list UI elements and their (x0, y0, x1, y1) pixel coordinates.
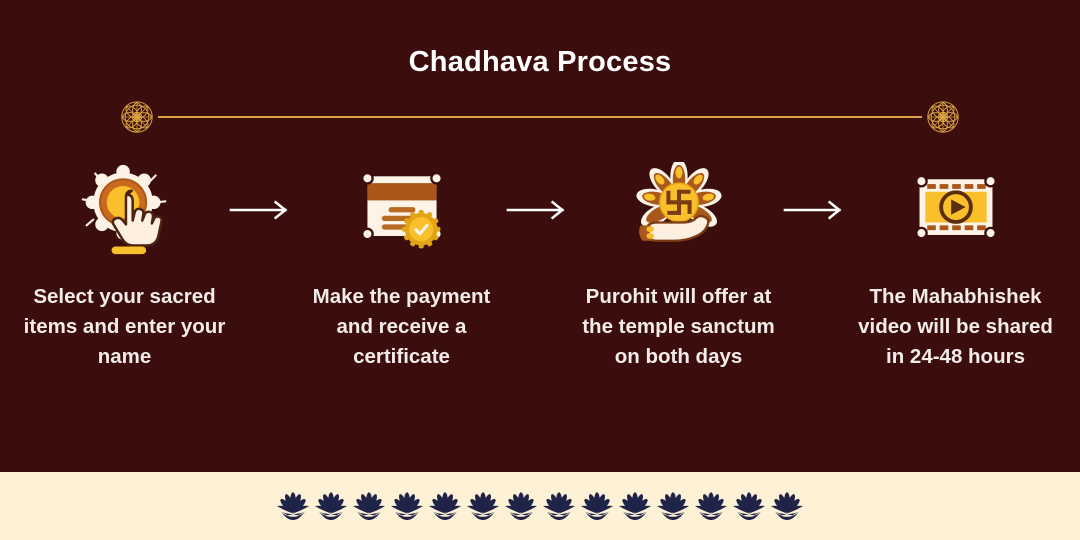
lotus-motif-icon (505, 492, 537, 521)
lotus-motif-icon (581, 492, 613, 521)
certificate-with-seal-icon (350, 160, 454, 260)
process-step-label: The Mahabhishek video will be shared in … (858, 285, 1053, 368)
arrow-right-icon (781, 160, 853, 260)
lotus-motif-icon (467, 492, 499, 521)
film-strip-play-video-icon (904, 160, 1008, 260)
lotus-motif-icon (771, 492, 803, 521)
process-step-1: Select your sacred items and enter your … (22, 160, 227, 372)
lotus-motif-icon (733, 492, 765, 521)
lotus-motif-icon (391, 492, 423, 521)
lotus-motif-icon (353, 492, 385, 521)
lotus-motif-icon (429, 492, 461, 521)
process-step-label: Select your sacred items and enter your … (23, 285, 226, 368)
divider-line (158, 116, 922, 118)
lotus-motif-icon (277, 492, 309, 521)
hand-tap-sacred-item-icon (73, 160, 177, 260)
lotus-motif-icon (543, 492, 575, 521)
mandala-rosette-icon (118, 98, 156, 136)
lotus-motif-icon (619, 492, 651, 521)
process-step-3: Purohit will offer at the temple sanctum… (576, 160, 781, 372)
process-step-4: The Mahabhishek video will be shared in … (853, 160, 1058, 372)
process-step-2: Make the payment and receive a certifica… (299, 160, 504, 372)
divider (118, 98, 962, 136)
lotus-motif-icon (657, 492, 689, 521)
lotus-motif-icon (315, 492, 347, 521)
arrow-right-icon (504, 160, 576, 260)
process-steps: Select your sacred items and enter your … (22, 160, 1058, 372)
lotus-border-icon (274, 491, 806, 521)
lotus-motif-icon (695, 492, 727, 521)
process-step-label: Make the payment and receive a certifica… (312, 285, 491, 368)
arrow-right-icon (227, 160, 299, 260)
hand-offering-swastika-flower-icon (627, 160, 731, 260)
footer-ornament-band (0, 472, 1080, 540)
process-step-label: Purohit will offer at the temple sanctum… (582, 285, 775, 368)
page-title: Chadhava Process (408, 46, 672, 78)
mandala-rosette-icon (924, 98, 962, 136)
